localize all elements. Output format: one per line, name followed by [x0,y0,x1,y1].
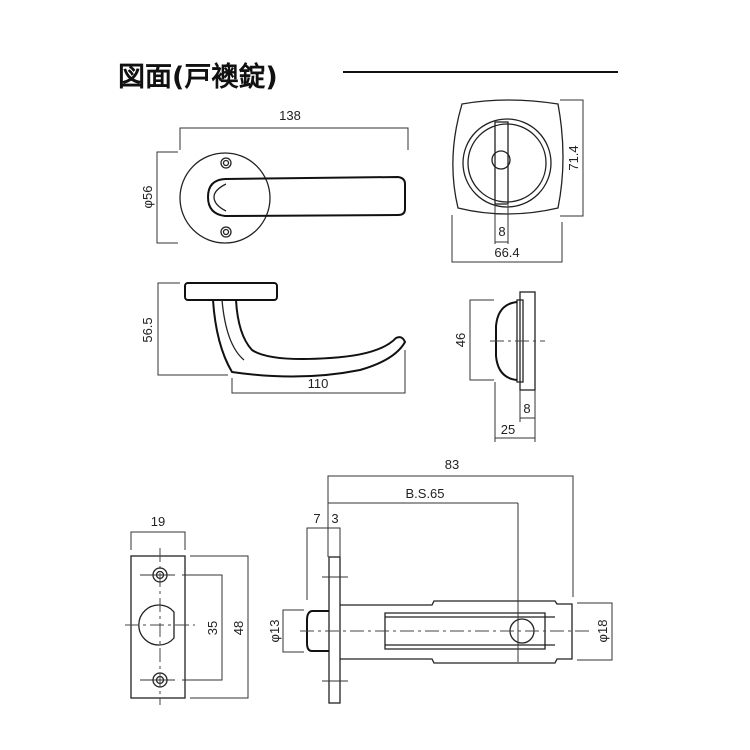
dim-slot-width: 8 [498,224,505,239]
dim-strike-height: 48 [231,621,246,635]
dim-turn-plate: 8 [523,401,530,416]
latch-view: 83 B.S.65 7 3 φ13 φ18 [267,457,613,704]
dim-faceplate-thickness: 3 [331,511,338,526]
dim-bolt-diameter: φ13 [267,620,282,643]
dim-turn-depth: 25 [501,422,515,437]
dim-latch-length: 83 [445,457,459,472]
dim-rose-height: 71.4 [566,145,581,170]
strike-plate-view: 19 35 48 [125,514,249,705]
dim-bolt-projection: 7 [313,511,320,526]
dim-lever-projection: 110 [308,376,329,391]
dim-backset: B.S.65 [405,486,444,501]
lever-side-view: 56.5 110 [140,282,407,394]
dim-rose-diameter: φ56 [140,186,155,209]
drawing-title: 図面(戸襖錠) [118,61,278,93]
dim-rose-width: 66.4 [494,245,519,260]
dim-lever-height: 56.5 [140,317,155,342]
dim-strike-width: 19 [151,514,165,529]
dim-strike-pitch: 35 [205,621,220,635]
rose-front-view: 71.4 8 66.4 [451,99,584,263]
turn-side-view: 46 8 25 [453,291,545,442]
dim-turn-height: 46 [453,333,468,347]
dim-lever-length: 138 [279,108,301,123]
lever-front-view: 138 φ56 [140,108,409,244]
dim-case-diameter: φ18 [595,620,610,643]
